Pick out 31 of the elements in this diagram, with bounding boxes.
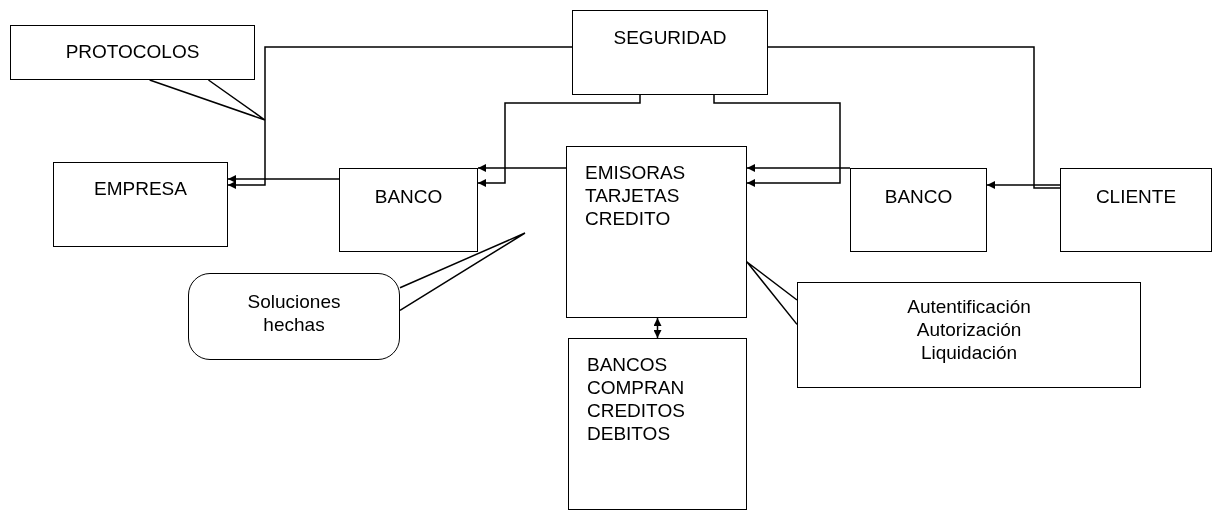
arrow [653,317,662,339]
arrow [746,164,851,172]
node-label: Autentificación Autorización Liquidación [906,295,1032,364]
process-box [53,162,228,247]
callout-box [797,282,1141,388]
node-label: CLIENTE [1094,185,1178,208]
node-label: BANCOS COMPRAN CREDITOS DEBITOS [587,353,686,445]
node-label: BANCO [373,185,444,208]
callout-box [10,25,255,80]
process-box [568,338,747,510]
callout-bubble [188,273,400,360]
process-box [1060,168,1212,252]
node-label: BANCO [883,185,954,208]
arrow [986,181,1061,189]
node-label: PROTOCOLOS [64,40,201,63]
leader-line [399,232,526,312]
arrow [227,46,573,189]
arrow [477,94,641,187]
process-box [339,168,478,252]
arrow [227,175,340,183]
process-box [566,146,747,318]
process-box [850,168,987,252]
node-label: EMISORAS TARJETAS CREDITO [585,161,687,230]
leader-line [746,261,798,326]
process-box [572,10,768,95]
leader-line [148,79,266,121]
node-label: EMPRESA [93,177,188,200]
node-label: SEGURIDAD [612,26,728,49]
arrow [477,164,567,172]
arrow [713,94,841,187]
node-label: Soluciones hechas [246,290,342,336]
